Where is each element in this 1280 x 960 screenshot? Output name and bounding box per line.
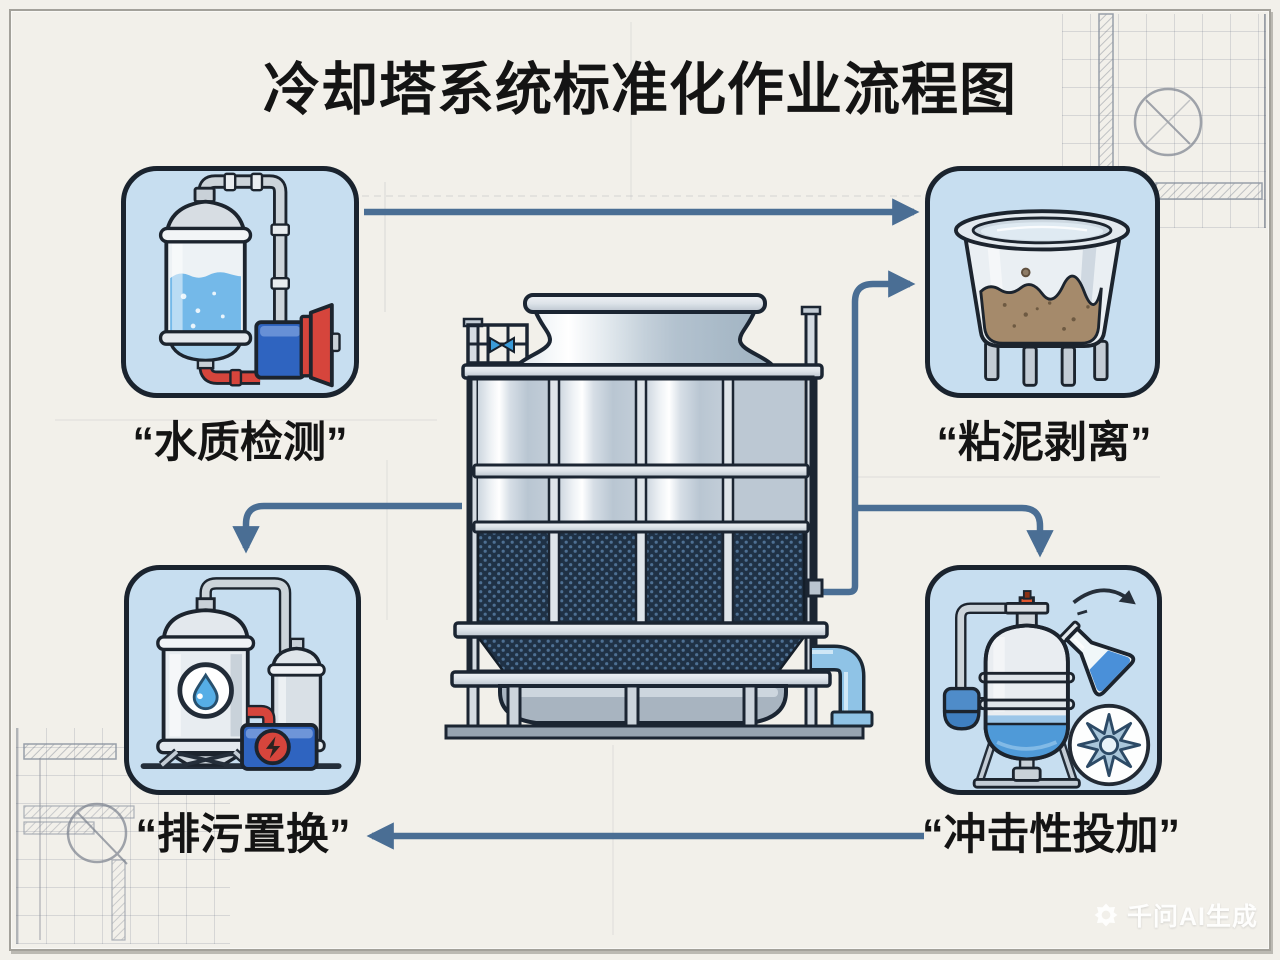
top-railing: [466, 323, 529, 365]
side-outlet-stub: [806, 578, 824, 598]
basin-rail: [450, 670, 832, 688]
qwen-logo-icon: [1094, 903, 1118, 927]
page-title: 冷却塔系统标准化作业流程图: [263, 58, 1017, 122]
dosing-tank-and-flask-illustration: [942, 588, 1151, 789]
drain-pump: [240, 704, 319, 771]
fan-stack: [513, 293, 777, 367]
filter-and-pump-illustration: [158, 172, 341, 388]
step-label-blowdown-replacement: “排污置换”: [135, 811, 351, 859]
vessel-with-sediment-illustration: [953, 209, 1131, 387]
biocide-crystal-inset: [1067, 703, 1151, 787]
basin-legs: [506, 684, 758, 728]
step-label-slime-stripping: “粘泥剥离”: [936, 419, 1152, 467]
sample-tank: [158, 186, 253, 370]
step-box-water-quality-test: [121, 166, 359, 398]
overhead-pipe: [199, 577, 292, 666]
sediment: [979, 274, 1103, 345]
base-plate: [444, 724, 865, 740]
dosing-tank: [978, 590, 1076, 782]
watermark-text: 千问AI生成: [1127, 903, 1259, 931]
chemical-flask: [1058, 620, 1136, 697]
arrow-tower-to-blowdown: [232, 502, 462, 554]
tanks-and-pump-illustration: [140, 577, 342, 771]
floating-particle: [1020, 267, 1031, 278]
valve-icon: [489, 336, 515, 354]
tower-panels: [478, 378, 804, 522]
lightning-bolt-icon: [265, 736, 281, 759]
step-box-shock-dosing: [925, 565, 1162, 795]
lower-rail: [453, 621, 829, 639]
mid-rail: [472, 463, 810, 479]
watermark: 千问AI生成: [1093, 897, 1258, 933]
cooling-tower-illustration: [444, 293, 874, 740]
step-box-slime-stripping: [925, 166, 1160, 398]
rotation-arrow-icon: [1072, 588, 1136, 616]
mesh-top-rail: [472, 520, 810, 534]
large-tank: [156, 597, 256, 769]
outlet-pipe: [812, 644, 874, 728]
vessel-rim: [953, 209, 1131, 252]
step-box-blowdown-replacement: [124, 565, 361, 795]
step-label-shock-dosing: “冲击性投加”: [922, 811, 1180, 859]
circulation-pump: [254, 303, 341, 388]
step-label-water-quality-test: “水质检测”: [132, 419, 348, 467]
vessel-body: [962, 230, 1123, 349]
